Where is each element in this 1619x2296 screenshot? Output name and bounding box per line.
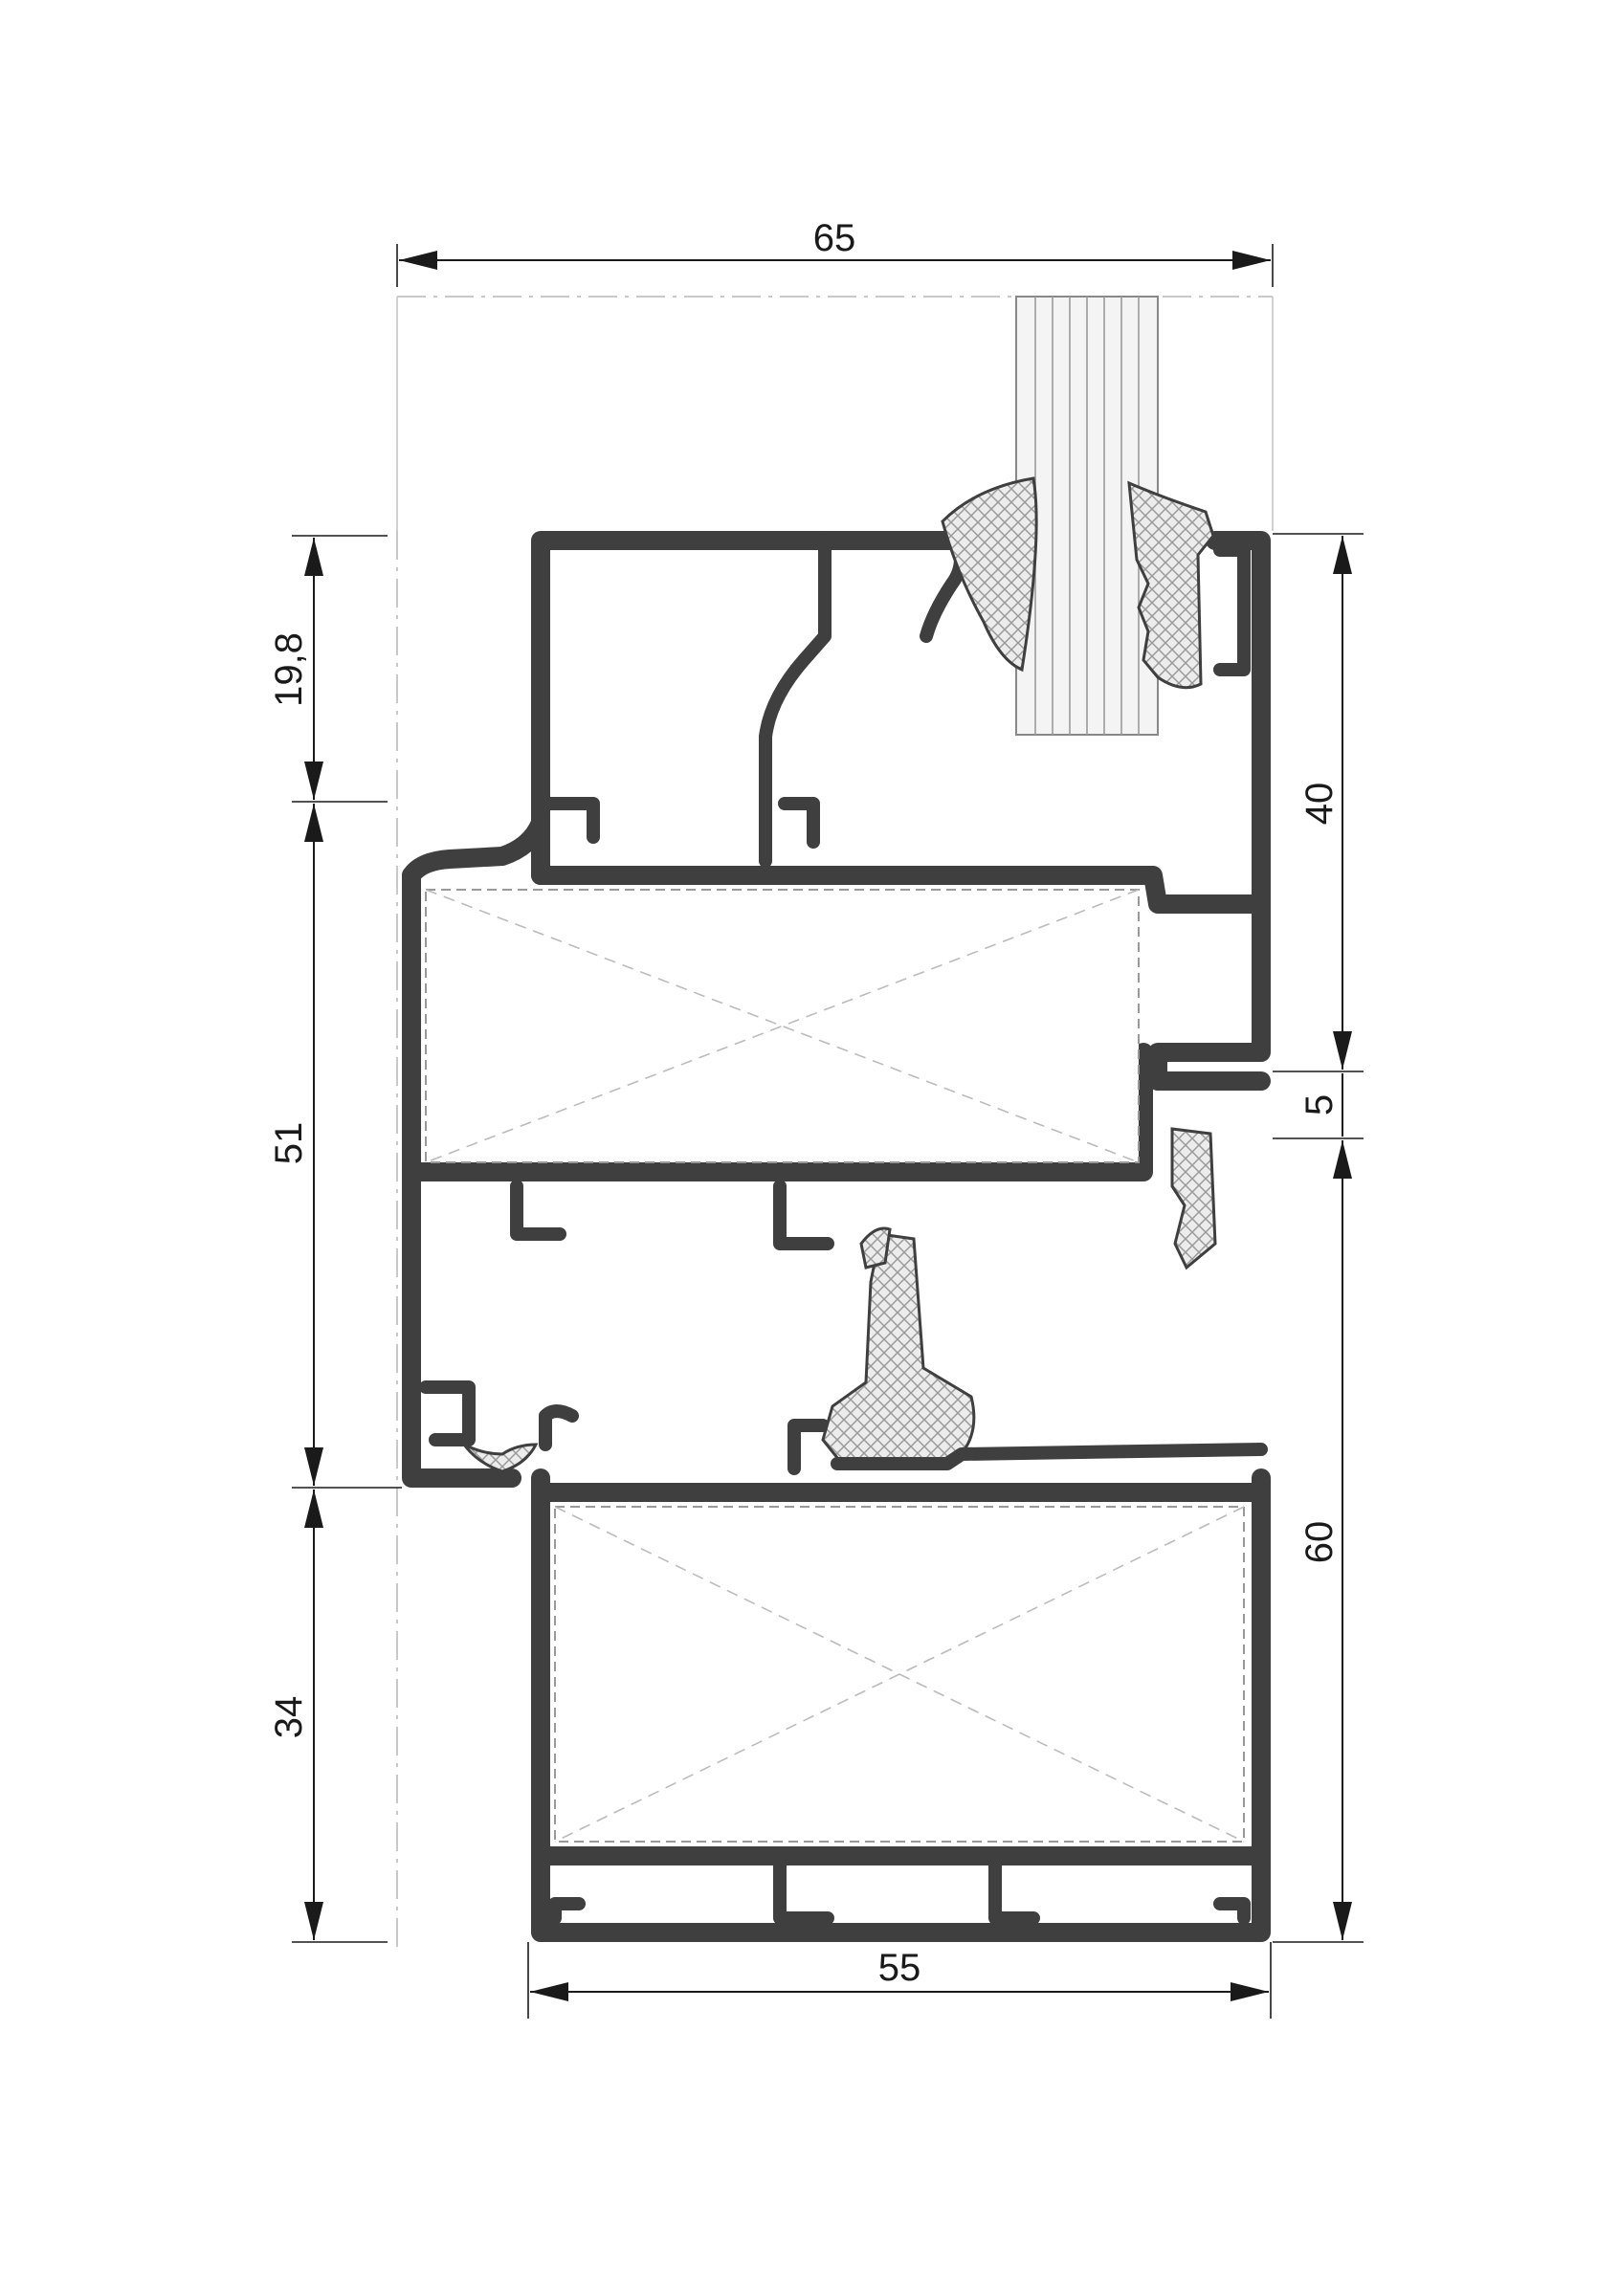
lower-frame-profile xyxy=(531,1443,1271,1942)
lower-insulation-chamber xyxy=(554,1506,1245,1843)
dim-label-left-lower: 34 xyxy=(268,1696,310,1739)
dim-label-bottom-width: 55 xyxy=(878,1947,921,1989)
dim-label-left-upper: 19,8 xyxy=(268,632,310,707)
dimension-bottom-width: 55 xyxy=(527,1942,1272,2019)
upper-insulation-chamber xyxy=(425,889,1140,1163)
dimension-left-chain: 19,8 51 34 xyxy=(268,535,402,1943)
dim-label-right-lower: 60 xyxy=(1298,1521,1341,1564)
upper-sash-profile xyxy=(402,531,1271,1488)
dim-label-right-gap: 5 xyxy=(1298,1094,1341,1115)
dim-label-top-width: 65 xyxy=(813,217,856,259)
dim-label-right-upper: 40 xyxy=(1298,783,1341,826)
dimension-right-chain: 40 5 60 xyxy=(1273,533,1364,1943)
dim-label-left-middle: 51 xyxy=(268,1122,310,1165)
dimension-top-width: 65 xyxy=(396,217,1274,287)
gaskets-upper xyxy=(462,476,1217,1473)
